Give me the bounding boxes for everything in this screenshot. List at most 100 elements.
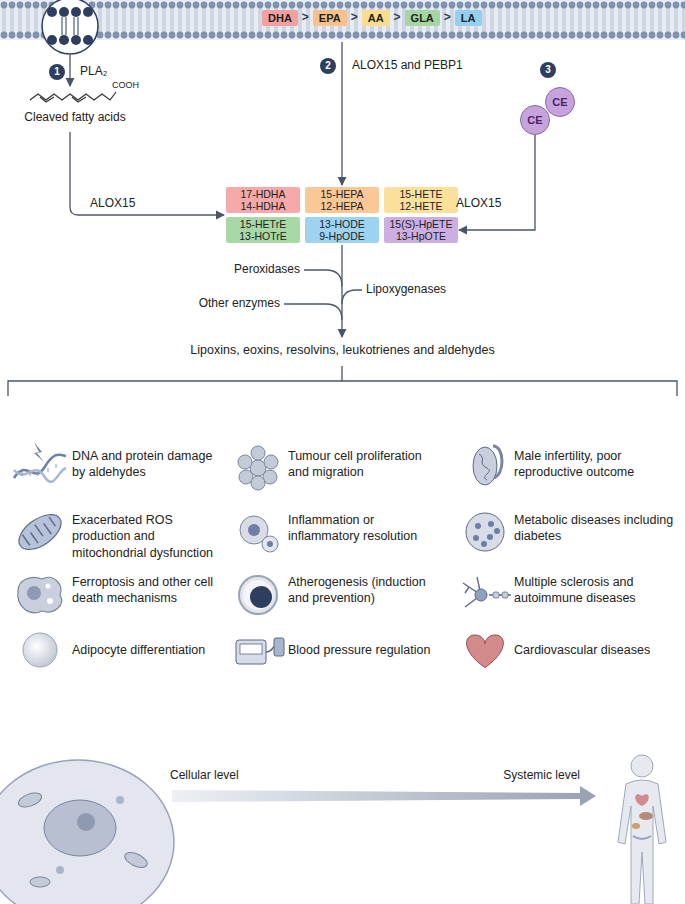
cell-illustration (77, 813, 95, 831)
membrane-magnifier (83, 35, 93, 45)
islet-icon (466, 513, 504, 551)
converging-lines (304, 270, 342, 286)
islet-icon (488, 521, 494, 527)
cell-illustration (123, 849, 150, 870)
fatty-acid-box: AA (362, 10, 390, 26)
mitochondrion-icon (13, 508, 67, 557)
inflammation-icon (240, 516, 278, 552)
label: Lipoxygenases (366, 282, 476, 298)
level-arrow (172, 786, 596, 806)
mitochondrion-icon (22, 515, 58, 547)
dna-icon (14, 442, 66, 482)
cell-illustration (0, 760, 174, 904)
neuron-icon (463, 577, 511, 607)
label: COOH (112, 80, 156, 92)
artery-icon (243, 580, 273, 610)
label: Multiple sclerosis and autoimmune diseas… (514, 574, 679, 607)
node-text: CE (527, 114, 542, 126)
neuron-icon (475, 589, 487, 601)
inflammation-icon (262, 536, 278, 552)
human-figure (633, 836, 651, 839)
number-circles (540, 62, 556, 78)
neuron-icon (502, 592, 508, 598)
node-text: 14-HDHA (230, 200, 296, 212)
label: 1 (49, 65, 65, 79)
label: Adipocyte differentiation (72, 642, 218, 658)
label: > (351, 10, 358, 26)
islet-icon (481, 541, 487, 547)
label: > (302, 10, 309, 26)
node-text: 13-HOTrE (230, 230, 296, 242)
node-text: GLA (411, 12, 434, 24)
label: Cardiovascular diseases (514, 642, 679, 658)
human-figure (639, 812, 653, 820)
tumour-icon (238, 455, 252, 469)
converging-lines (342, 290, 362, 304)
label: 2 (320, 59, 336, 73)
label: Lipoxins, eoxins, resolvins, leukotriene… (0, 342, 685, 358)
heart-icon (467, 635, 504, 668)
label: Ferroptosis and other cell death mechani… (72, 574, 218, 607)
cell-illustration (116, 796, 124, 804)
product-box: 15-HETE12-HETE (384, 187, 458, 213)
level-arrow (172, 790, 580, 802)
inflammation-icon (267, 541, 273, 547)
label: ALOX15 (456, 196, 526, 212)
node-text: 13-HpOTE (388, 230, 454, 242)
label: Inflammation or inflammatory resolution (288, 512, 440, 545)
node-text: 15-HETrE (230, 218, 296, 230)
node-text: 12-HETE (388, 200, 454, 212)
fatty-acid-box: LA (455, 10, 482, 26)
human-figure (618, 755, 666, 904)
human-figure (618, 780, 666, 904)
membrane-magnifier (42, 0, 98, 54)
fatty-acid-box: GLA (405, 10, 440, 26)
product-box: 15-HEPA12-HEPA (305, 187, 379, 213)
blood-pressure-monitor-icon (240, 644, 262, 654)
cell-illustration (56, 866, 64, 874)
product-arrow (341, 245, 342, 337)
artery-icon (239, 576, 277, 614)
fatty-acid-box: DHA (262, 10, 298, 26)
label: Cellular level (170, 768, 280, 784)
node-text: DHA (268, 12, 292, 24)
membrane-magnifier (42, 0, 98, 54)
number-circles (320, 58, 336, 74)
number-circles (49, 64, 65, 80)
ferroptosis-cell-icon (47, 598, 53, 604)
neuron-icon (493, 592, 499, 598)
blood-pressure-monitor-icon (236, 638, 284, 664)
label: Cleaved fatty acids (5, 110, 145, 126)
fatty-acid-box: EPA (313, 10, 347, 26)
islet-icon (487, 534, 493, 540)
cholesteryl-ester-circle: CE (520, 105, 550, 135)
membrane-magnifier (59, 35, 69, 45)
number-circles (49, 58, 556, 80)
converging-lines (284, 270, 362, 320)
cell-illustration (17, 790, 44, 809)
node-text: CE (552, 96, 567, 108)
membrane-magnifier (71, 35, 81, 45)
label: > (444, 10, 451, 26)
cell-illustration (0, 760, 174, 904)
ferroptosis-cell-icon (27, 586, 41, 600)
dna-icon (34, 442, 44, 462)
node-text: 17-HDHA (230, 188, 296, 200)
adipocyte-icon (23, 633, 57, 667)
label: ALOX15 (90, 196, 160, 212)
membrane (0, 0, 685, 40)
tumour-icon (264, 455, 278, 469)
membrane-magnifier (59, 7, 69, 17)
node-text: AA (368, 12, 384, 24)
membrane-magnifier (47, 35, 57, 45)
membrane (0, 0, 685, 40)
pla2-arrow (69, 55, 70, 86)
node-text: 12-HEPA (309, 200, 375, 212)
testis-icon (479, 454, 489, 480)
blood-pressure-monitor-icon (274, 638, 284, 656)
ferroptosis-cell-icon (18, 577, 62, 612)
human-figure (631, 755, 653, 777)
bracket (8, 381, 677, 396)
label: > (394, 10, 401, 26)
